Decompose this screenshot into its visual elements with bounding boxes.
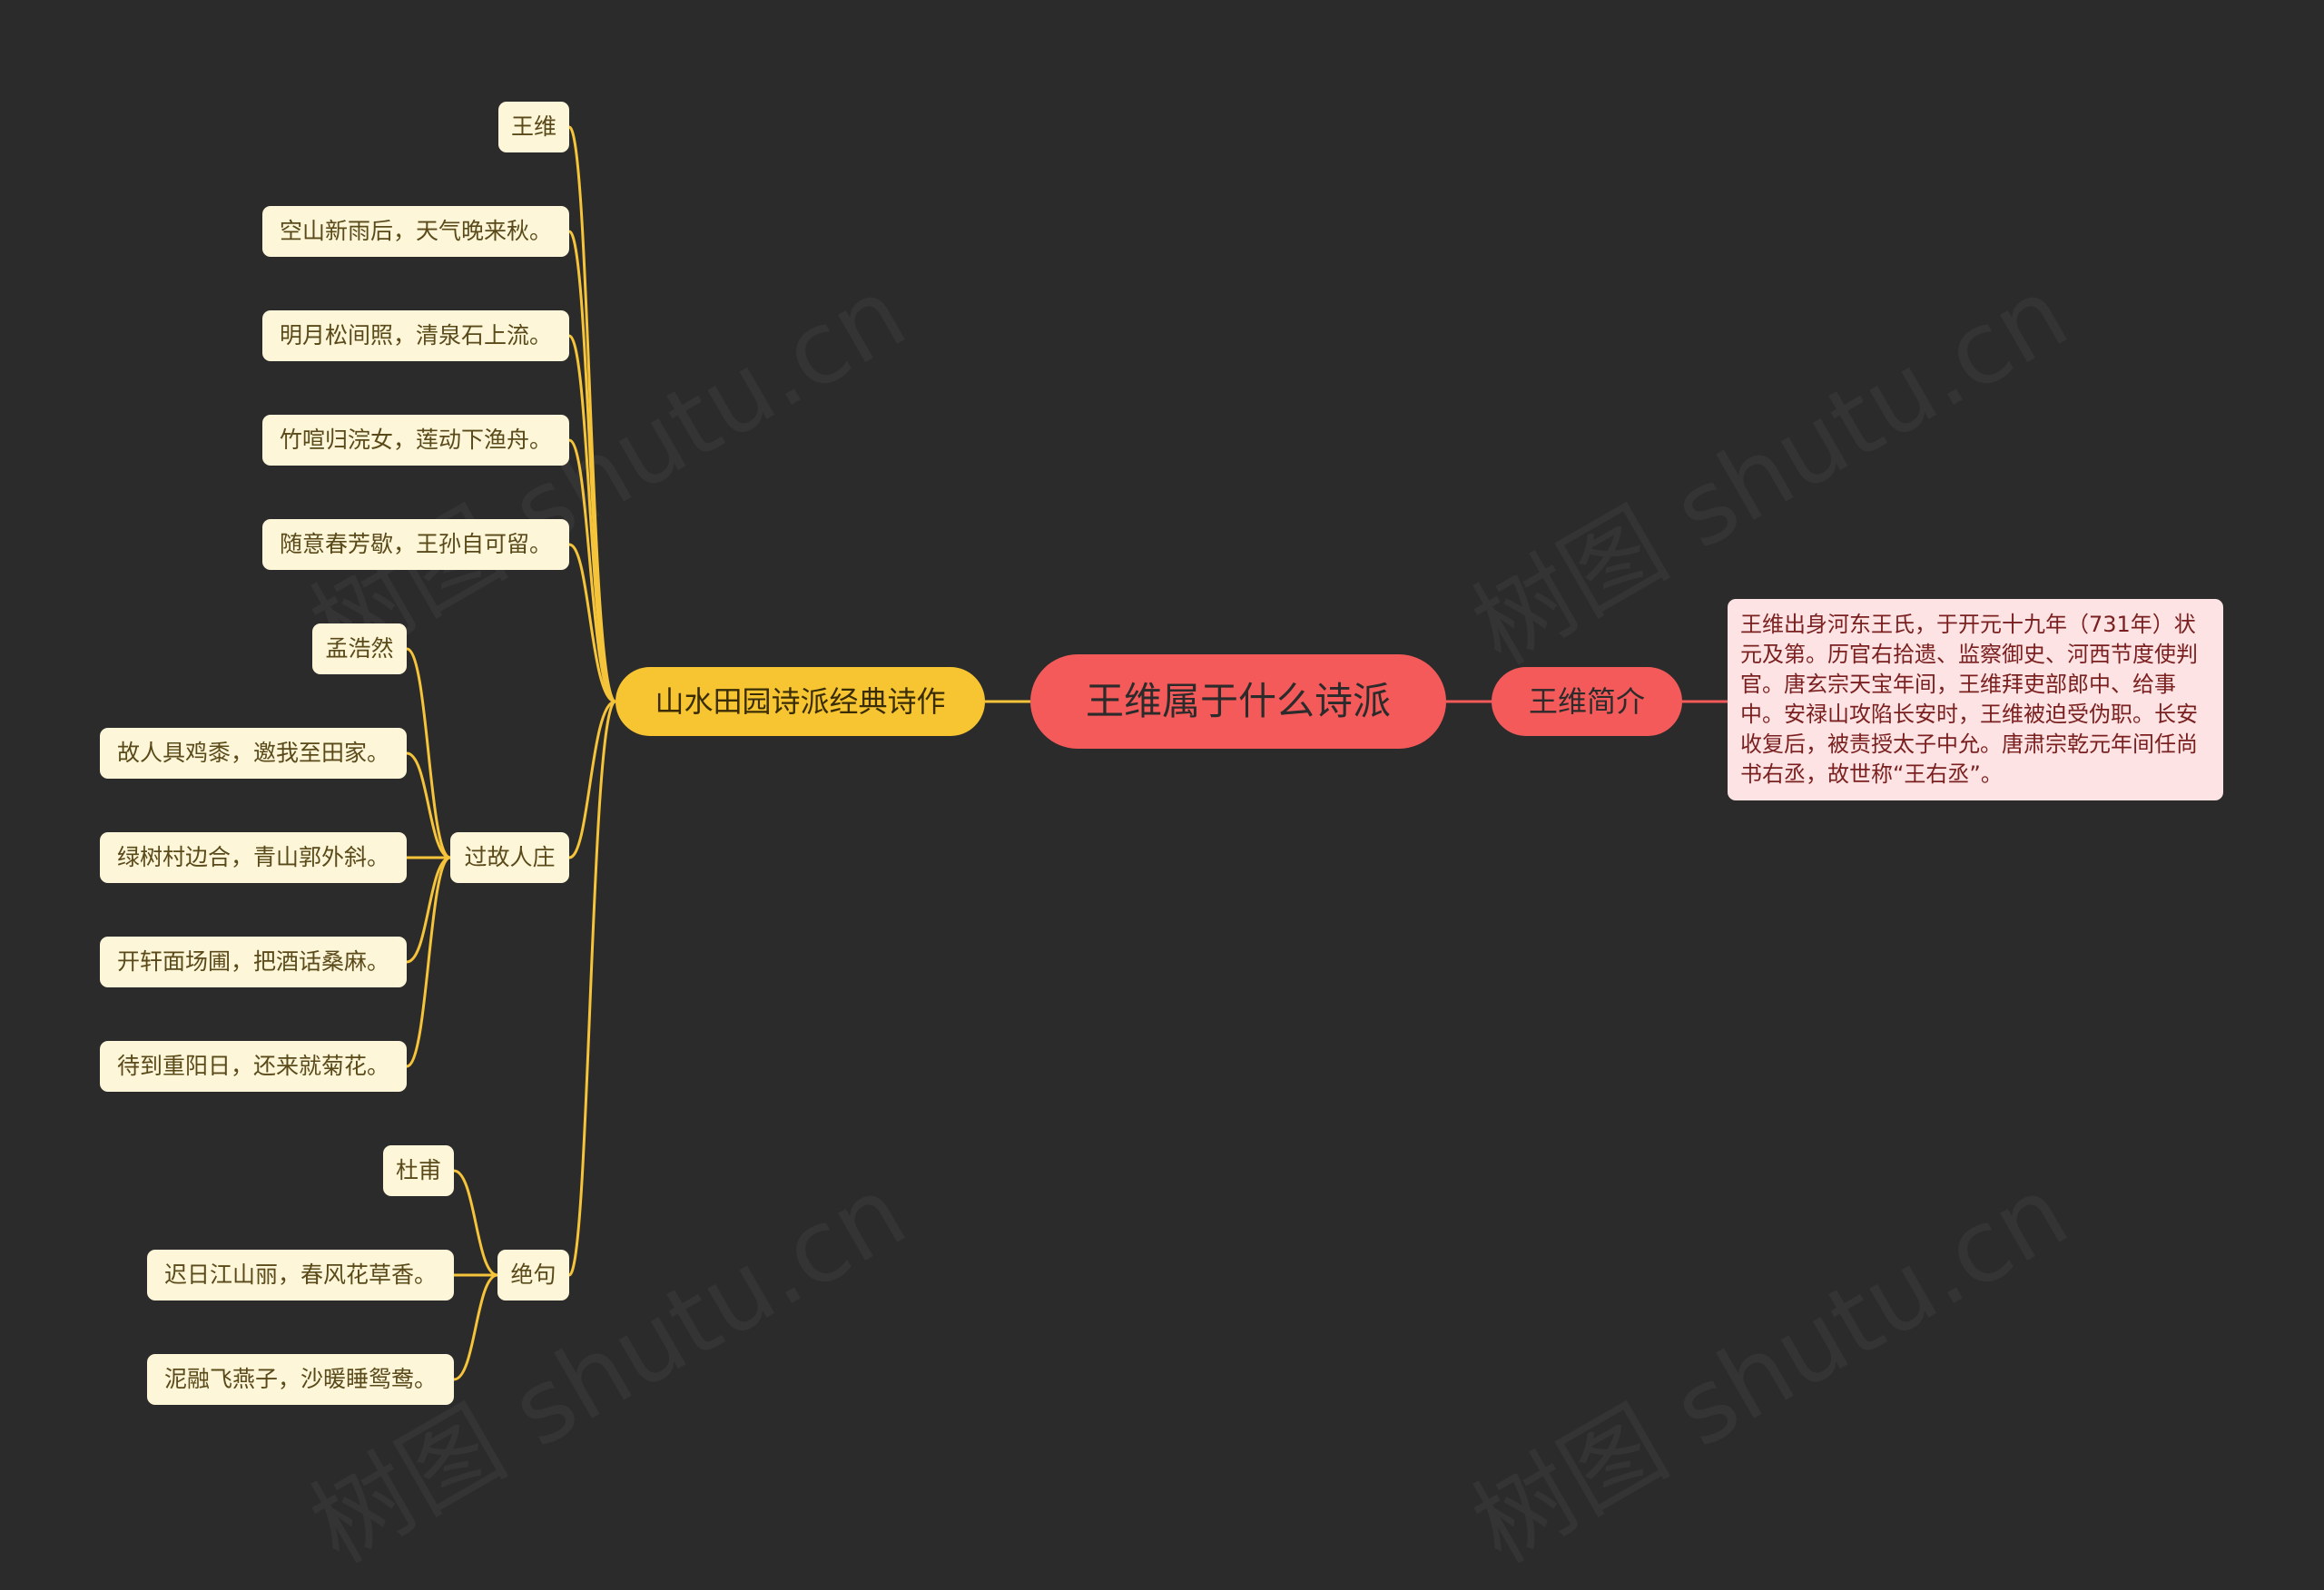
connector-wangwei: [567, 125, 617, 703]
connector-g4: [406, 856, 451, 1068]
connector-dufu: [453, 1169, 498, 1277]
connector-g1: [406, 751, 451, 859]
poem-line[interactable]: 开轩面场圃，把酒话桑麻。: [100, 937, 407, 987]
poem-line[interactable]: 明月松间照，清泉石上流。: [262, 310, 569, 361]
poem-line[interactable]: 随意春芳歇，王孙自可留。: [262, 519, 569, 570]
connector-line-4: [568, 543, 616, 703]
poem-line[interactable]: 绿树村边合，青山郭外斜。: [100, 832, 407, 883]
branch-wangwei-intro[interactable]: 王维简介: [1492, 667, 1682, 736]
poem-author-dufu[interactable]: 杜甫: [383, 1145, 454, 1196]
connector-mhr: [406, 647, 451, 859]
root-topic[interactable]: 王维属于什么诗派: [1030, 654, 1446, 749]
poem-title-guoguren[interactable]: 过故人庄: [450, 832, 569, 883]
connector-g3: [406, 856, 451, 964]
poem-author-wangwei[interactable]: 王维: [498, 102, 569, 152]
connector-line-3: [568, 438, 616, 703]
poem-line[interactable]: 空山新雨后，天气晚来秋。: [262, 206, 569, 257]
connector-line-2: [567, 334, 616, 703]
poem-author-menghaoran[interactable]: 孟浩然: [312, 623, 407, 674]
poem-line[interactable]: 迟日江山丽，春风花草香。: [147, 1250, 454, 1300]
connector-jueju: [567, 700, 617, 1277]
poem-title-jueju[interactable]: 绝句: [497, 1250, 569, 1300]
branch-classic-poems[interactable]: 山水田园诗派经典诗作: [615, 667, 985, 736]
poem-line[interactable]: 竹喧归浣女，莲动下渔舟。: [262, 415, 569, 466]
mindmap-connectors: [406, 125, 1728, 1381]
wangwei-intro-detail[interactable]: 王维出身河东王氏，于开元十九年（731年）状元及第。历官右拾遗、监察御史、河西节…: [1728, 599, 2223, 800]
poem-line[interactable]: 泥融飞燕子，沙暖睡鸳鸯。: [147, 1354, 454, 1405]
poem-line[interactable]: 故人具鸡黍，邀我至田家。: [100, 728, 407, 779]
connector-j2: [453, 1273, 498, 1381]
connector-guoguren: [568, 700, 616, 859]
poem-line[interactable]: 待到重阳日，还来就菊花。: [100, 1041, 407, 1092]
